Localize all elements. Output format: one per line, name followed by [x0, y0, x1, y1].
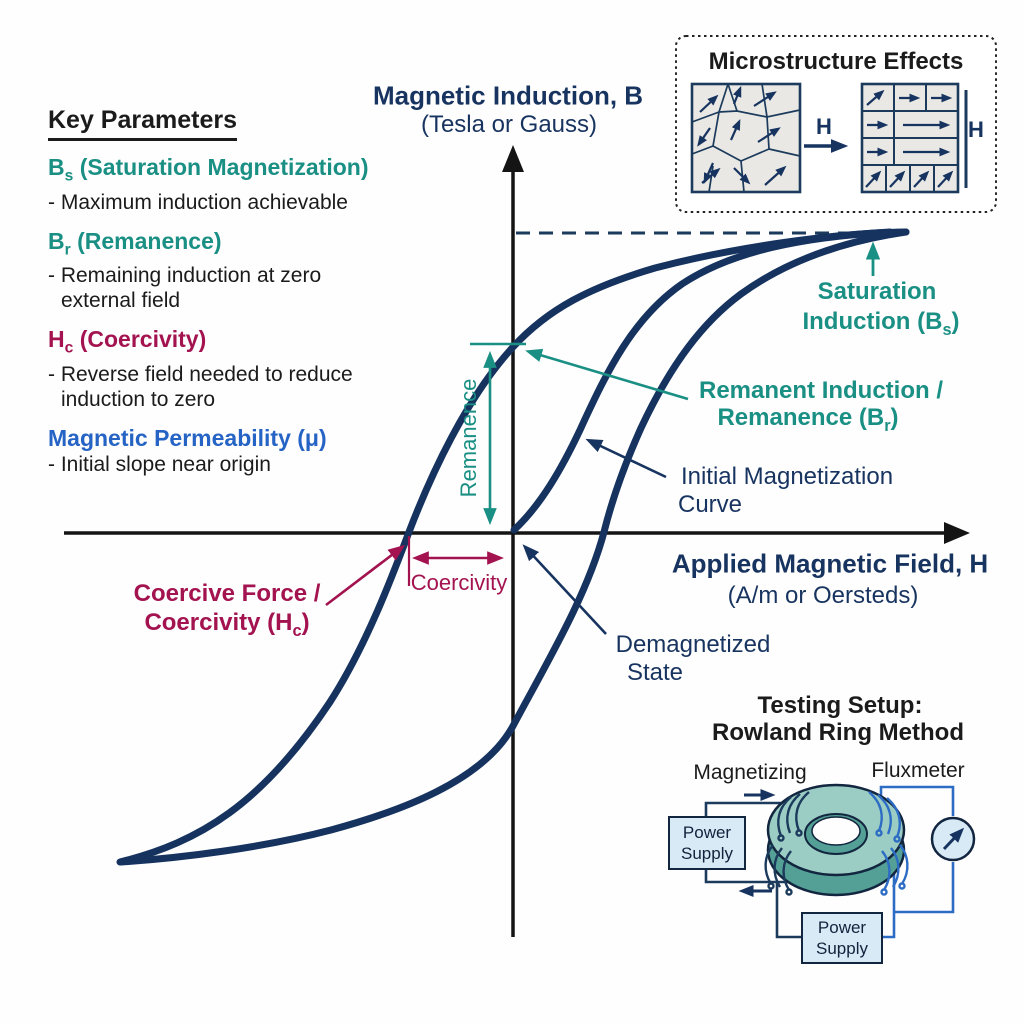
coercive-pointer-arrow	[325, 544, 406, 607]
power-supply-box-top: Power Supply	[668, 816, 746, 870]
param-remanence-desc: - Remaining induction at zero	[48, 264, 322, 288]
initial-curve-label-line2: Curve	[677, 491, 743, 518]
remanence-measure-arrow	[470, 342, 526, 526]
x-axis	[64, 522, 970, 544]
gauge-needle	[942, 827, 965, 851]
coercive-label-line1: Coercive Force /	[133, 580, 321, 607]
param-permeability-desc: - Initial slope near origin	[48, 452, 271, 476]
magnetizing-circuit-wires	[704, 801, 801, 939]
testing-setup-title-line2: Rowland Ring Method	[712, 719, 964, 746]
remanent-label-line1: Remanent Induction /	[698, 377, 944, 404]
microstructure-inset	[675, 35, 997, 213]
coercivity-measure-arrow	[407, 536, 505, 586]
initial-curve-label-line1: Initial Magnetization	[680, 463, 894, 490]
fluxmeter-gauge	[930, 816, 976, 862]
key-parameters-panel: Key Parameters Bs (Saturation Magnetizat…	[48, 106, 438, 477]
fluxmeter-circuit-wires	[878, 785, 955, 939]
y-axis-unit: (Tesla or Gauss)	[420, 111, 598, 138]
initial-magnetization-curve	[510, 228, 894, 534]
domain-arrows	[865, 89, 954, 188]
domain-grid-lines	[862, 84, 958, 192]
power-supply-bottom-line1: Power	[817, 918, 867, 937]
power-supply-top-line2: Supply	[681, 844, 733, 863]
primary-winding	[764, 791, 810, 896]
key-parameters-title: Key Parameters	[48, 106, 238, 141]
coercive-label-line2: Coercivity (Hc)	[144, 609, 310, 640]
param-coercivity-term: Hc (Coercivity)	[48, 326, 207, 357]
power-supply-bottom-line2: Supply	[816, 939, 868, 958]
param-remanence-desc-2: external field	[61, 289, 181, 313]
microstructure-title: Microstructure Effects	[708, 48, 964, 75]
demagnetized-pointer-arrow	[522, 544, 607, 635]
hysteresis-lower-branch	[117, 228, 910, 866]
remanent-pointer-arrow	[525, 348, 689, 401]
magnetizing-label: Magnetizing	[693, 761, 807, 784]
h-label-right: H	[968, 117, 984, 142]
y-axis	[502, 145, 524, 937]
coercivity-measure-label: Coercivity	[410, 570, 508, 595]
param-permeability-term: Magnetic Permeability (μ)	[48, 424, 327, 451]
demagnetized-label-line1: Demagnetized	[615, 631, 771, 658]
x-axis-title: Applied Magnetic Field, H	[671, 548, 989, 579]
toroid-core	[766, 783, 906, 897]
hysteresis-upper-branch	[116, 228, 910, 866]
initial-curve-pointer-arrow	[585, 438, 667, 479]
x-axis-unit: (A/m or Oersteds)	[727, 582, 919, 609]
power-supply-box-bottom: Power Supply	[801, 912, 883, 964]
fluxmeter-label: Fluxmeter	[871, 759, 965, 782]
rowland-ring-setup	[704, 783, 976, 939]
param-coercivity-desc-2: induction to zero	[61, 387, 216, 411]
saturation-label-line1: Saturation	[817, 278, 937, 305]
power-supply-top-line1: Power	[682, 823, 732, 842]
grain-arrows	[697, 85, 787, 186]
saturation-label-line2: Induction (Bs)	[802, 308, 960, 339]
testing-setup-title-line1: Testing Setup:	[757, 692, 923, 719]
y-axis-title: Magnetic Induction, B	[372, 80, 644, 111]
demagnetized-label-line2: State	[626, 659, 684, 686]
remanent-label-line2: Remanence (Br)	[717, 404, 899, 435]
param-saturation-term: Bs (Saturation Magnetization)	[48, 154, 369, 185]
remanence-measure-label: Remanence	[456, 378, 481, 498]
param-remanence-term: Br (Remanence)	[48, 227, 222, 259]
secondary-winding	[868, 791, 909, 896]
param-coercivity-desc: - Reverse field needed to reduce	[48, 362, 353, 386]
param-saturation-desc: - Maximum induction achievable	[48, 190, 348, 214]
h-label-left: H	[816, 114, 832, 139]
